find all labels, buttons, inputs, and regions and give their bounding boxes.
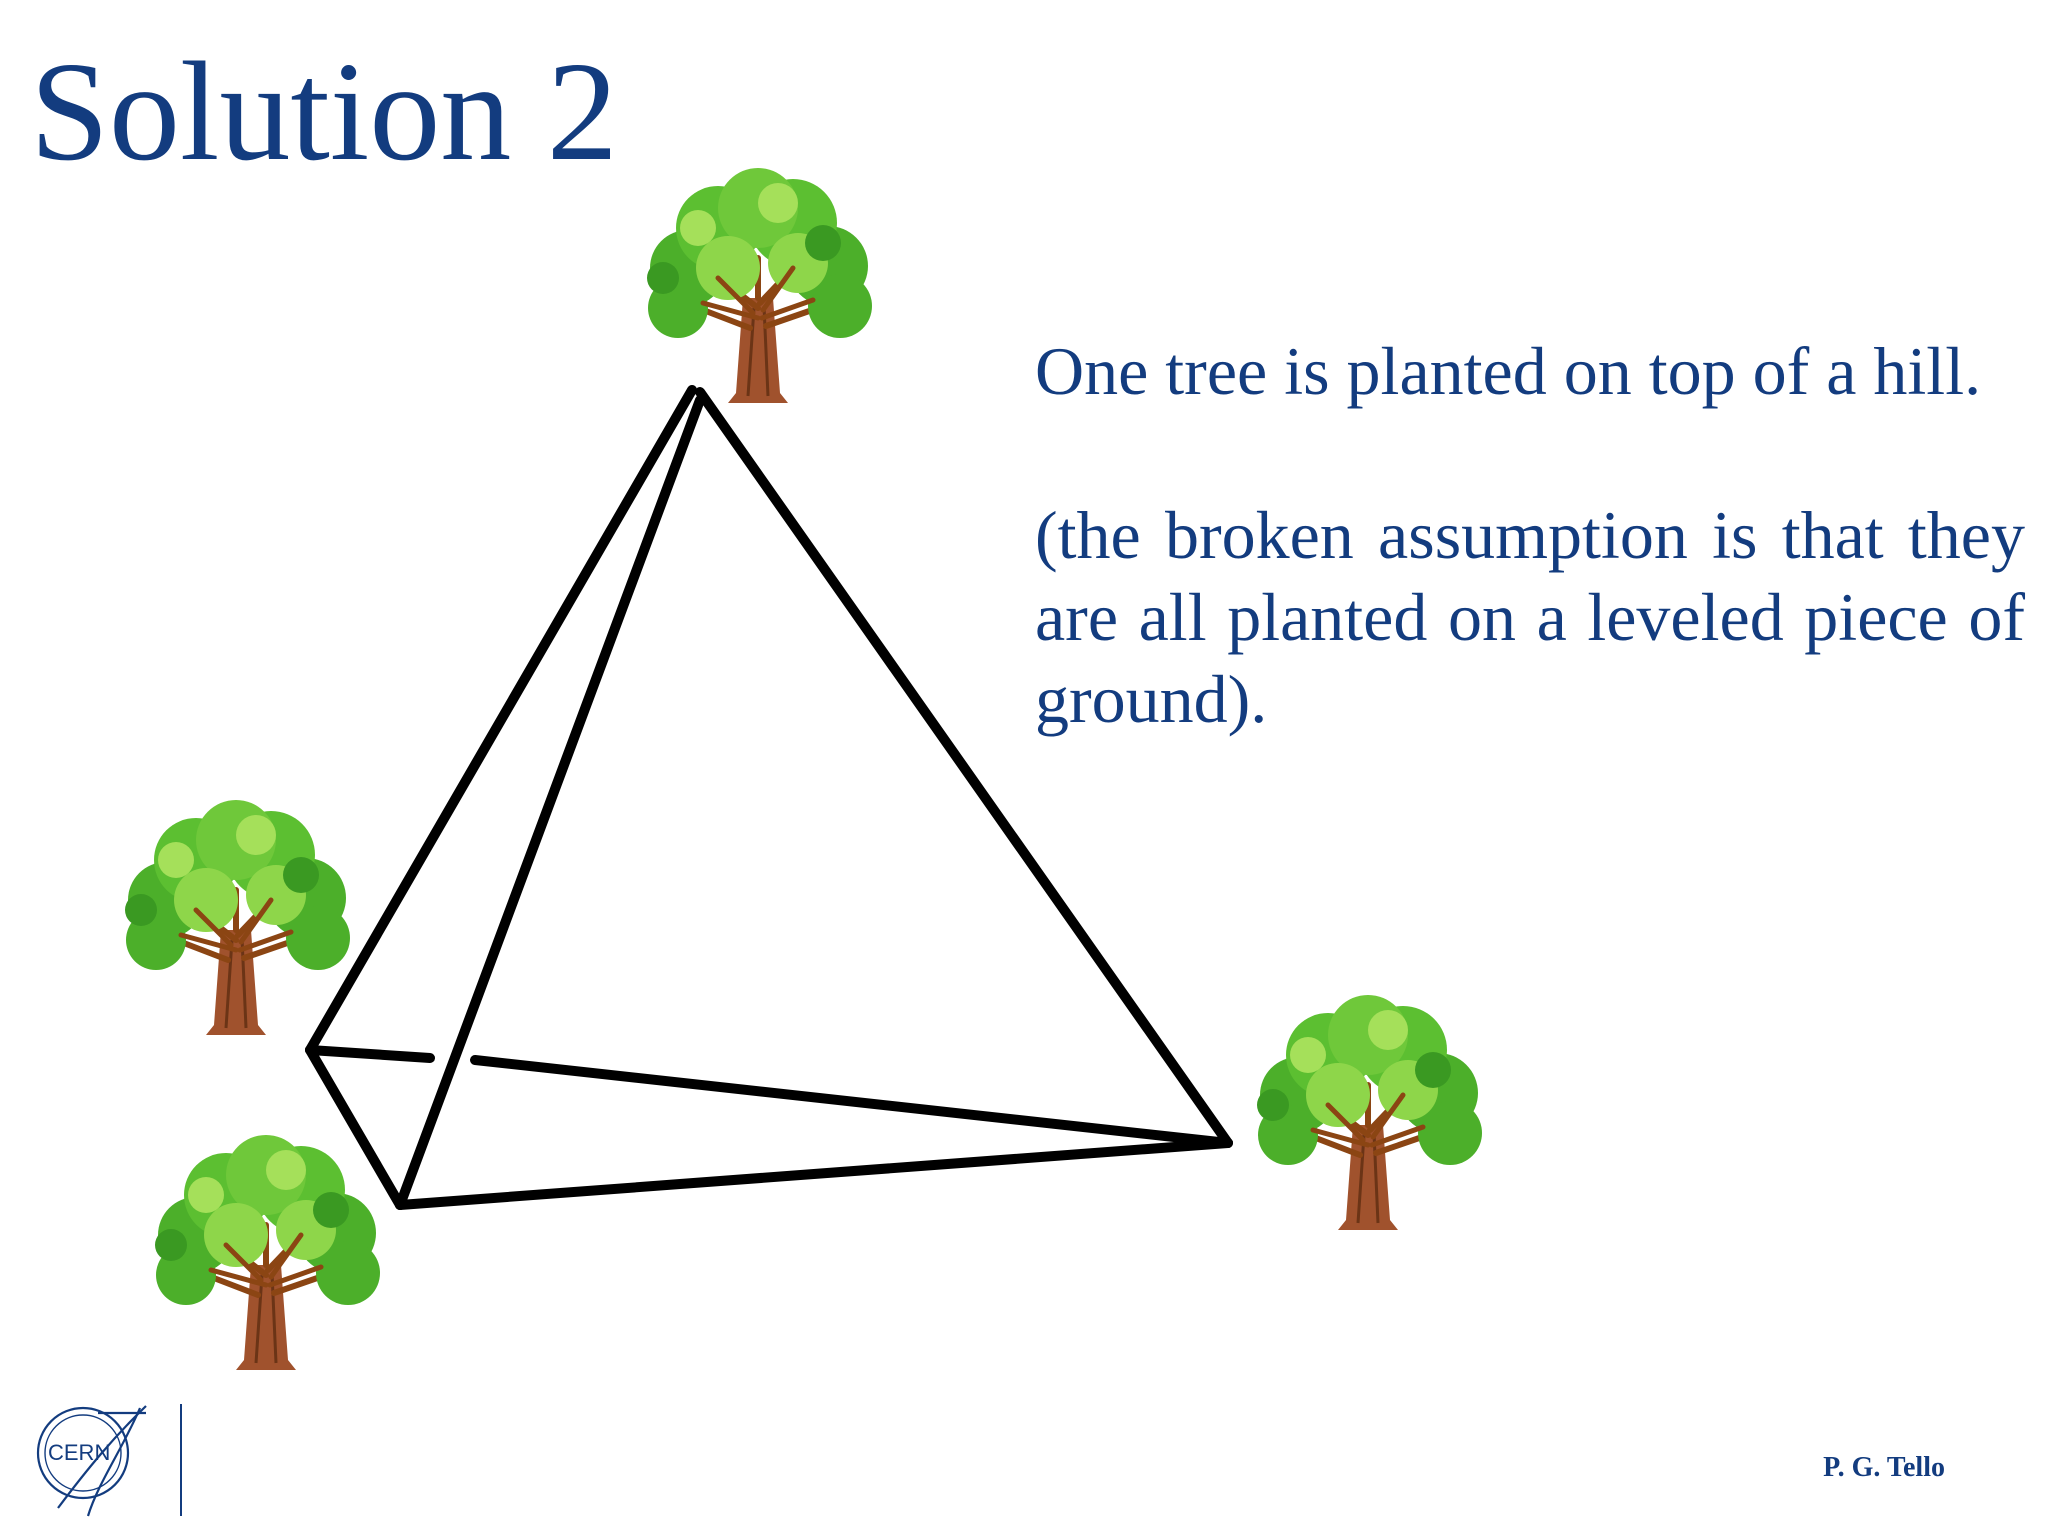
tree-right <box>1257 995 1482 1230</box>
explanation-paragraph-1: One tree is planted on top of a hill. <box>1035 333 1982 409</box>
slide-title: Solution 2 <box>30 32 618 190</box>
tetrahedron-edges <box>305 385 1233 1210</box>
cern-logo-text: CERN <box>48 1440 110 1465</box>
tree-left-upper <box>125 800 350 1035</box>
cern-logo: CERN <box>36 1405 147 1517</box>
tree-left-lower <box>155 1135 380 1370</box>
explanation-text: One tree is planted on top of a hill. (t… <box>1035 330 2025 740</box>
tree-top <box>647 168 872 403</box>
author-credit: P. G. Tello <box>1823 1452 1945 1483</box>
footer-divider <box>180 1404 182 1516</box>
explanation-paragraph-2: (the broken assumption is that they are … <box>1035 497 2025 737</box>
